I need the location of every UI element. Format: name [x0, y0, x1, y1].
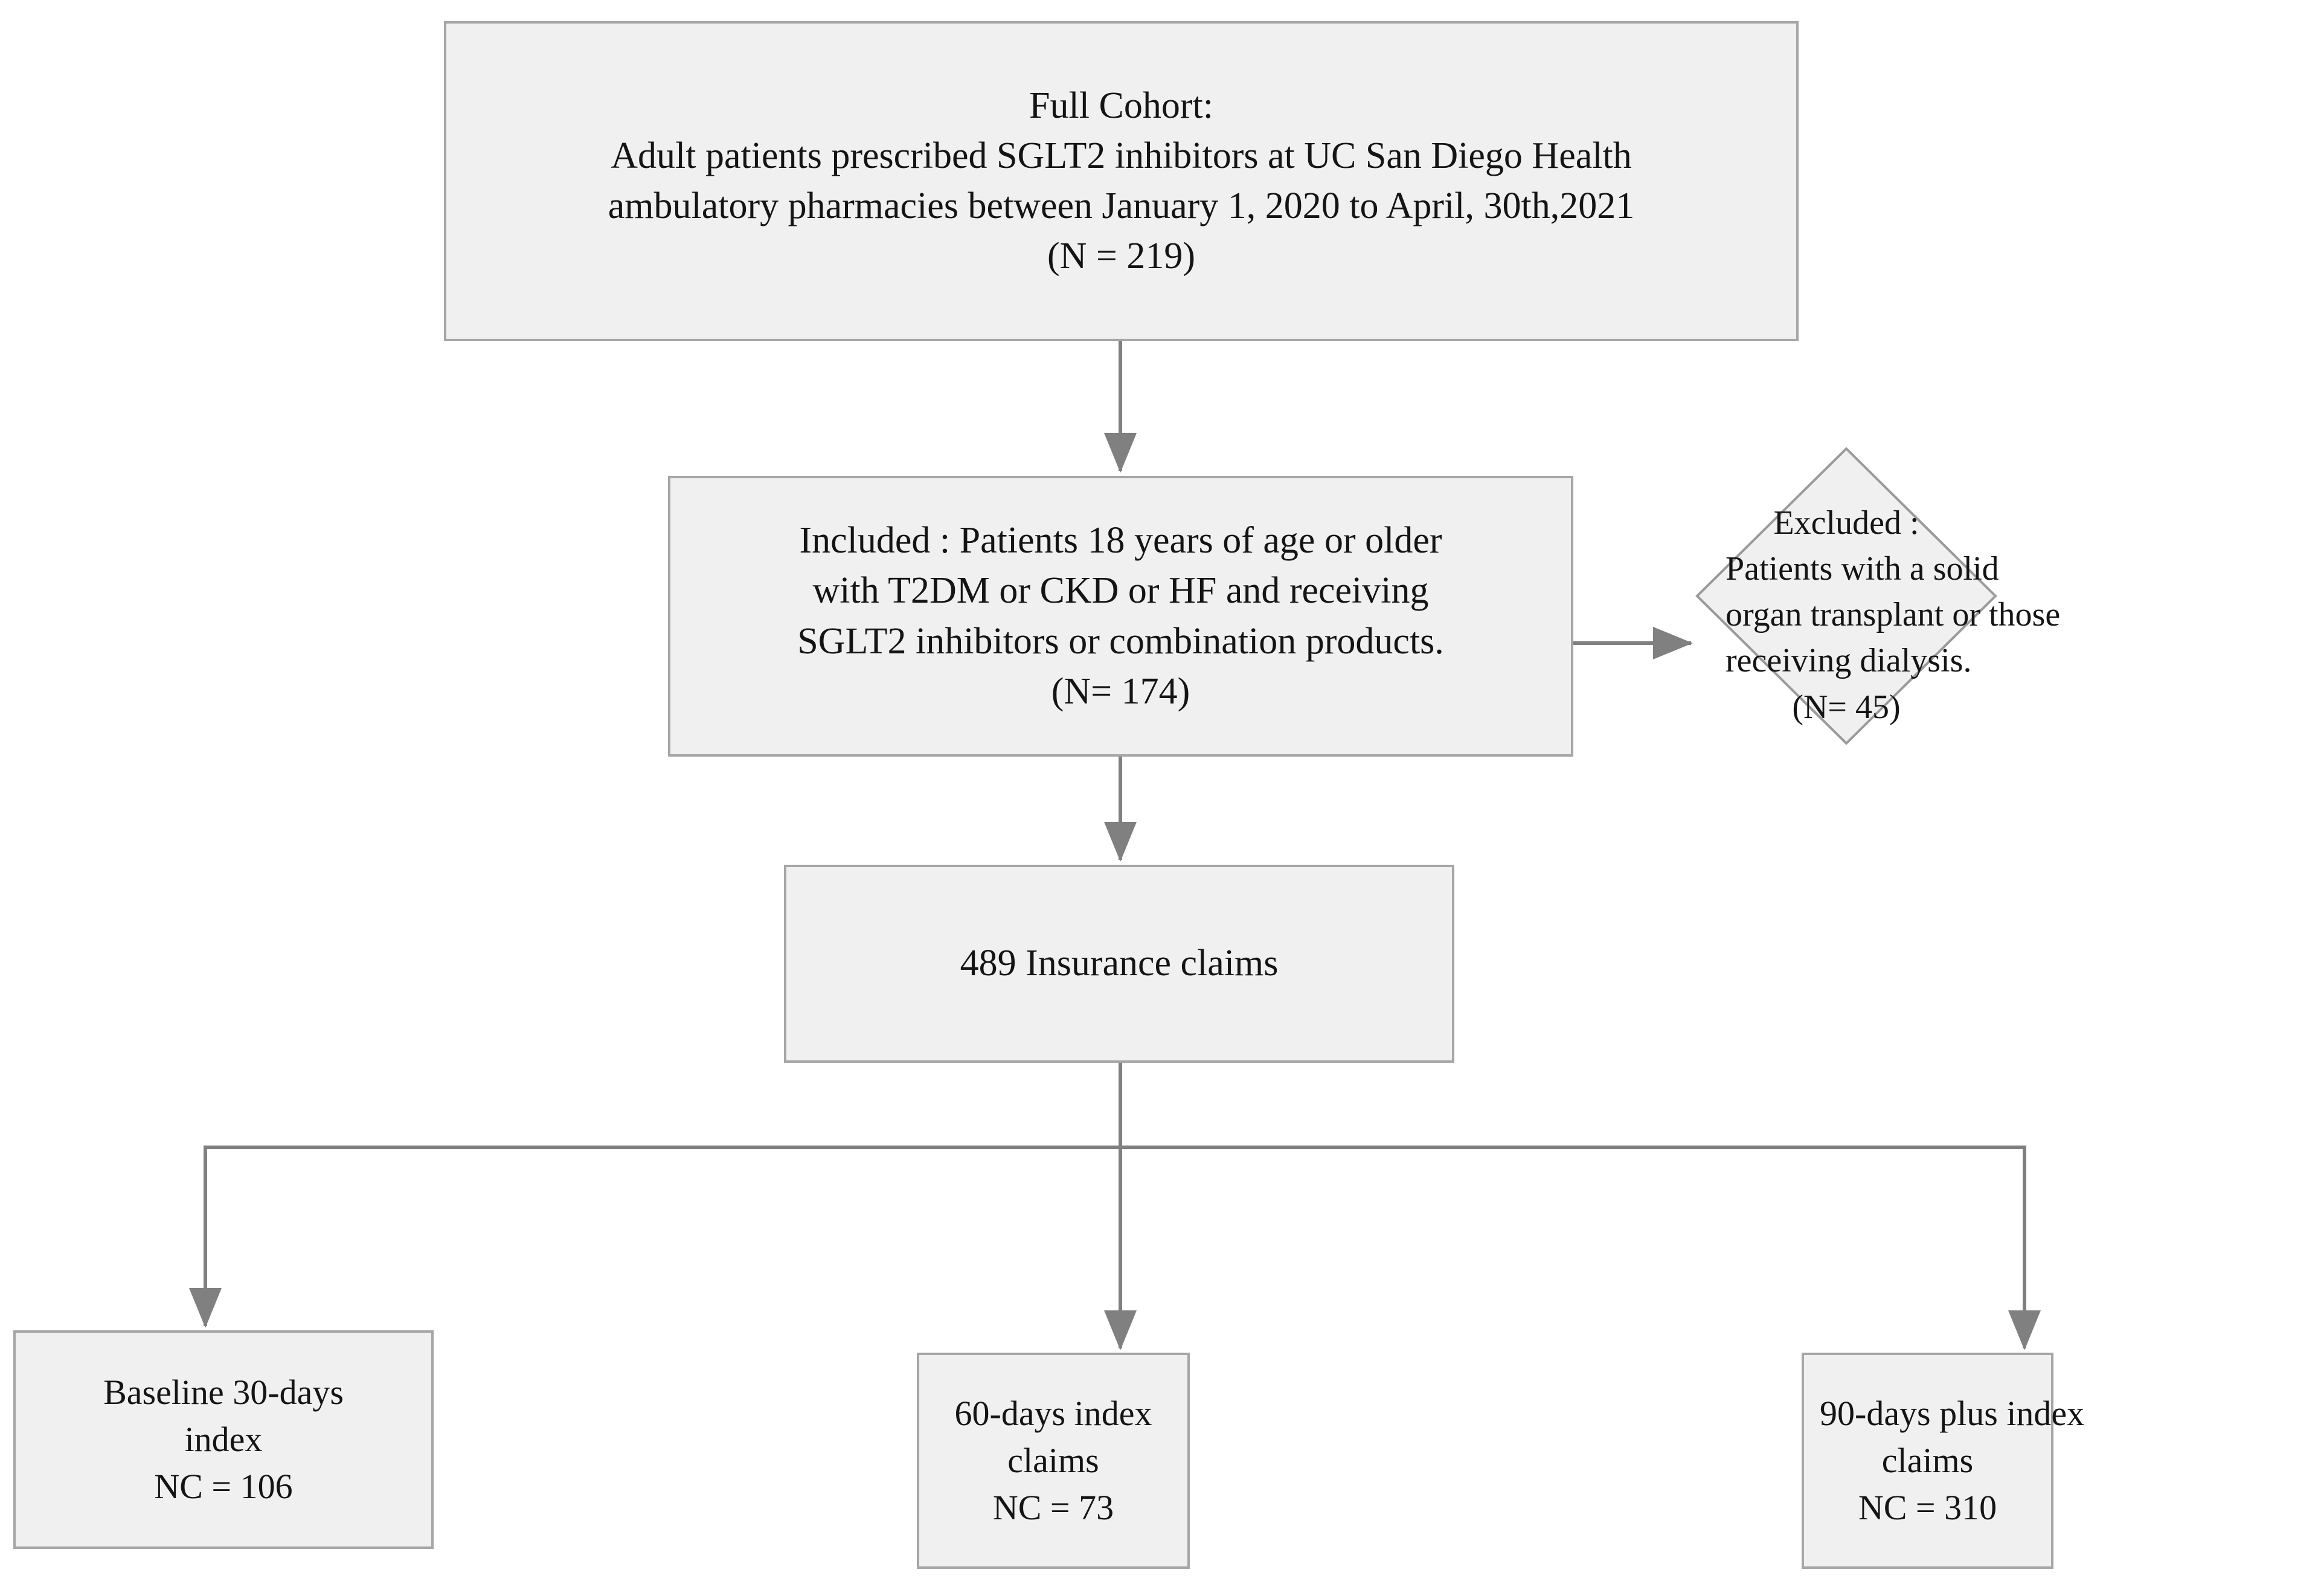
node-baseline-30-days-line-1: Baseline 30-days [103, 1373, 344, 1412]
diamond-shape-icon [1695, 447, 1997, 745]
node-excluded-line-1: Excluded : [1773, 504, 1919, 542]
node-index-60-days-count: NC = 73 [992, 1487, 1114, 1527]
node-index-90-days-plus-count: NC = 310 [1858, 1487, 1997, 1527]
node-index-90-days-plus-line-2: claims [1881, 1441, 1974, 1481]
node-excluded[interactable]: Excluded : Patients with a solid organ t… [1695, 447, 2061, 745]
node-insurance-claims[interactable]: 489 Insurance claims [784, 865, 1454, 1063]
node-included-count: (N= 174) [1051, 670, 1190, 712]
node-insurance-claims-line-1: 489 Insurance claims [960, 943, 1279, 984]
node-index-90-days-plus[interactable]: 90-days plus index claims NC = 310 [1802, 1353, 2085, 1569]
node-included-line-2: with T2DM or CKD or HF and receiving [812, 570, 1429, 612]
node-included-line-1: Included : Patients 18 years of age or o… [799, 520, 1442, 562]
node-index-60-days-text: 60-days index claims NC = 73 [919, 1390, 1187, 1531]
node-index-60-days-line-2: claims [1007, 1441, 1099, 1481]
node-index-90-days-plus-line-1: 90-days plus index [1820, 1394, 2085, 1434]
node-index-60-days[interactable]: 60-days index claims NC = 73 [917, 1353, 1190, 1569]
edge-insurance-claims-split [189, 1063, 2041, 1350]
node-full-cohort-line-1: Full Cohort: [1029, 85, 1213, 126]
node-excluded-line-2: Patients with a solid [1726, 550, 1999, 588]
node-full-cohort[interactable]: Full Cohort: Adult patients prescribed S… [444, 21, 1799, 341]
node-excluded-line-3: organ transplant or those [1726, 596, 2061, 634]
node-baseline-30-days-line-2: index [184, 1420, 263, 1460]
node-index-90-days-plus-text: 90-days plus index claims NC = 310 [1804, 1390, 2085, 1531]
node-insurance-claims-text: 489 Insurance claims [786, 938, 1452, 989]
node-excluded-line-4: receiving dialysis. [1726, 642, 1972, 680]
node-full-cohort-line-2: Adult patients prescribed SGLT2 inhibito… [611, 135, 1632, 176]
node-excluded-count: (N= 45) [1792, 688, 1901, 726]
node-baseline-30-days[interactable]: Baseline 30-days index NC = 106 [13, 1330, 434, 1549]
node-baseline-30-days-count: NC = 106 [154, 1466, 293, 1506]
node-included-text: Included : Patients 18 years of age or o… [670, 516, 1571, 716]
node-included-line-3: SGLT2 inhibitors or combination products… [797, 620, 1444, 662]
node-full-cohort-text: Full Cohort: Adult patients prescribed S… [446, 81, 1796, 281]
node-excluded-text: Excluded : Patients with a solid organ t… [1726, 500, 2061, 730]
node-full-cohort-line-3: ambulatory pharmacies between January 1,… [608, 185, 1635, 226]
node-index-60-days-line-1: 60-days index [954, 1394, 1152, 1434]
node-baseline-30-days-text: Baseline 30-days index NC = 106 [16, 1369, 431, 1510]
node-full-cohort-count: (N = 219) [1047, 236, 1196, 277]
node-included[interactable]: Included : Patients 18 years of age or o… [668, 476, 1573, 757]
